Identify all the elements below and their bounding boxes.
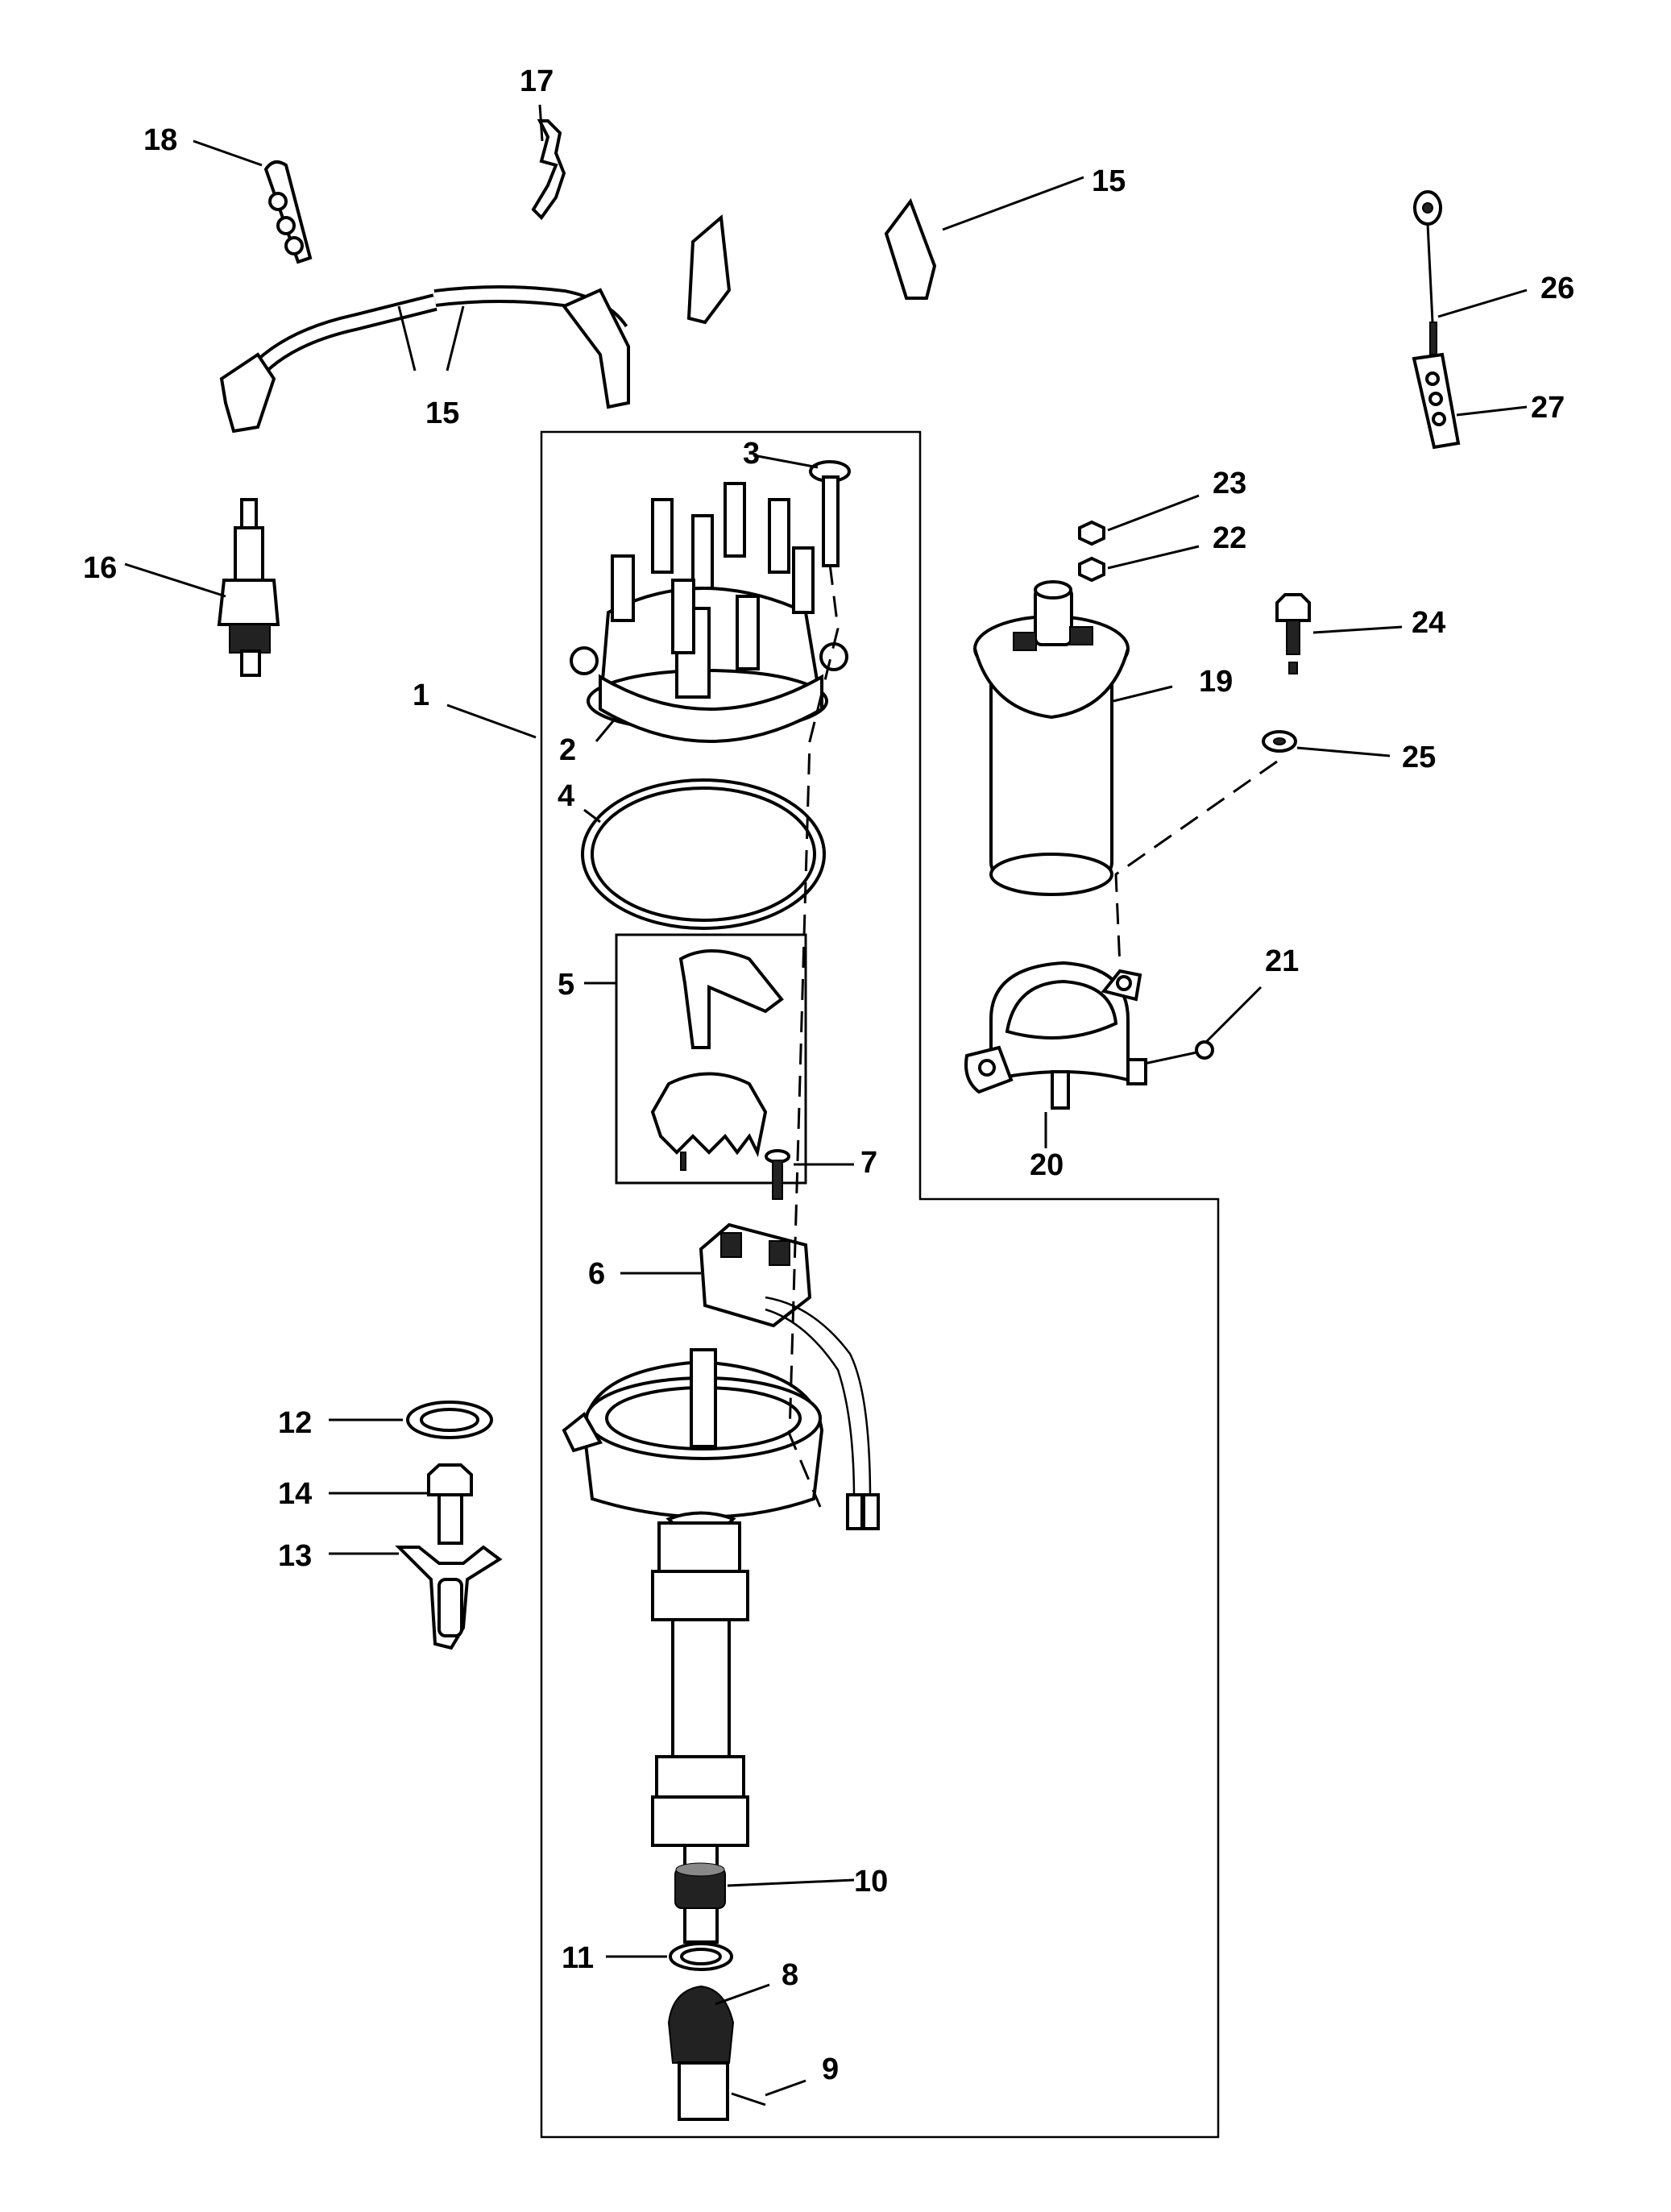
- coil-screw-24: [1275, 593, 1311, 674]
- label-19: 19: [1199, 665, 1233, 699]
- label-4: 4: [558, 779, 574, 813]
- label-7: 7: [860, 1146, 877, 1180]
- bushing-10: [674, 1862, 726, 1909]
- label-16: 16: [83, 551, 117, 585]
- wire-clip-17: [531, 119, 566, 221]
- label-12: 12: [278, 1406, 312, 1440]
- dashed-line-coil: [1114, 760, 1278, 968]
- washer-12: [406, 1401, 493, 1439]
- label-18: 18: [143, 123, 177, 157]
- leader-lines: [124, 104, 1528, 2097]
- wire-separator-27: [1412, 352, 1461, 450]
- rotor-kit-5: [615, 933, 807, 1185]
- label-3: 3: [743, 437, 760, 471]
- label-23: 23: [1213, 467, 1246, 500]
- label-15-top: 15: [1092, 164, 1126, 198]
- distributor-cap-2: [570, 482, 848, 743]
- pickup-module-6: [699, 1222, 880, 1530]
- spark-plug-16: [217, 498, 280, 677]
- nut-23: [1078, 520, 1105, 546]
- label-8: 8: [782, 1958, 798, 1992]
- label-25: 25: [1402, 741, 1436, 774]
- label-6: 6: [588, 1257, 605, 1291]
- drive-gear-8: [667, 1985, 735, 2121]
- label-27: 27: [1531, 391, 1565, 425]
- label-10: 10: [854, 1865, 888, 1899]
- distributor-assembly-outline: [540, 430, 1220, 2139]
- label-11: 11: [562, 1941, 594, 1975]
- bracket-rod-26: [1413, 190, 1442, 355]
- label-17: 17: [520, 64, 554, 98]
- label-21: 21: [1265, 944, 1299, 978]
- label-9: 9: [822, 2052, 839, 2086]
- label-5: 5: [558, 968, 574, 1002]
- label-26: 26: [1540, 272, 1574, 305]
- label-14: 14: [278, 1477, 312, 1511]
- spark-plug-wire-15-arched: [685, 122, 937, 325]
- label-13: 13: [278, 1539, 312, 1573]
- label-2: 2: [559, 733, 576, 767]
- thrust-washer-11: [669, 1942, 733, 1971]
- ignition-coil-19: [973, 580, 1130, 896]
- dashed-line-screw: [788, 563, 840, 1508]
- coil-bracket-20: [964, 961, 1147, 1110]
- nut-22: [1078, 556, 1105, 583]
- label-15-bottom: 15: [425, 396, 459, 430]
- bracket-screw-21: [1143, 1040, 1214, 1065]
- label-20: 20: [1030, 1148, 1064, 1182]
- wire-separator-18: [263, 160, 313, 264]
- spark-plug-wire-15-long: [219, 285, 630, 434]
- distributor-cap-screw-3: [809, 460, 851, 567]
- label-24: 24: [1412, 606, 1445, 640]
- label-1: 1: [413, 679, 429, 712]
- label-22: 22: [1213, 521, 1246, 555]
- coil-washer-25: [1262, 730, 1297, 753]
- clamp-bolt-14: [427, 1463, 473, 1545]
- cap-gasket-4: [581, 778, 826, 930]
- roll-pin-9: [731, 2092, 766, 2106]
- distributor-housing-1: [562, 1348, 824, 1944]
- hold-down-clamp-13: [395, 1545, 503, 1650]
- rotor-screw-7: [765, 1149, 790, 1200]
